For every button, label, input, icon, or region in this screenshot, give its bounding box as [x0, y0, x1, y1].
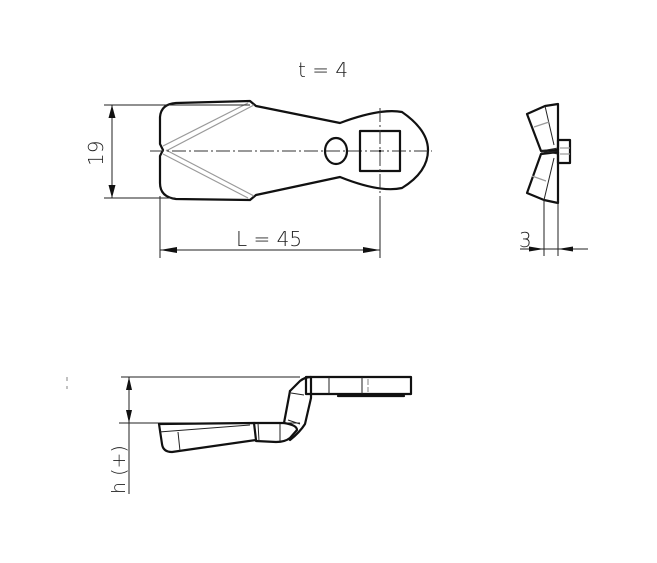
offset-dimension-label: 3 — [519, 228, 532, 252]
plan-view: 19 L = 45 — [84, 99, 432, 258]
thickness-label: t = 4 — [298, 58, 348, 82]
end-view: 3 — [519, 102, 588, 256]
width-dimension-label: 19 — [84, 141, 108, 166]
length-dimension-label: L = 45 — [236, 227, 302, 251]
part-outline-plan — [158, 99, 430, 202]
elevation-view: h (+) — [66, 375, 413, 494]
height-dimension-label: h (+) — [108, 445, 130, 494]
oval-hole — [323, 136, 349, 166]
